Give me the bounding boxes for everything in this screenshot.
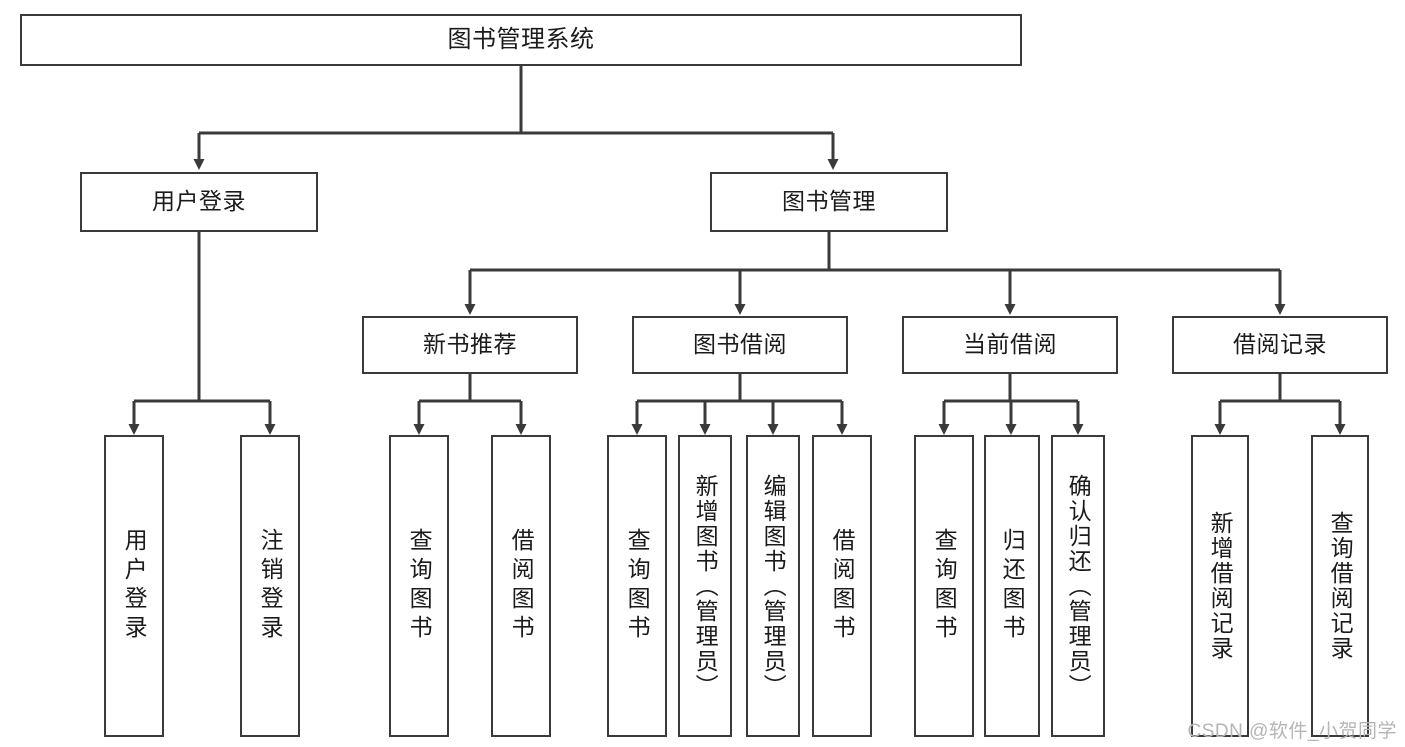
leaf-br-query-record[interactable]: 查询借阅记录 — [1311, 435, 1369, 737]
leaf-bb-add-book-admin[interactable]: 新增图书（管理员） — [678, 435, 732, 737]
node-borrow-record[interactable]: 借阅记录 — [1172, 316, 1388, 374]
node-book-management[interactable]: 图书管理 — [710, 172, 948, 232]
leaf-bb-edit-book-admin[interactable]: 编辑图书（管理员） — [746, 435, 800, 737]
leaf-cb-return-book[interactable]: 归还图书 — [984, 435, 1040, 737]
node-current-borrow[interactable]: 当前借阅 — [902, 316, 1118, 374]
leaf-cb-query-book[interactable]: 查询图书 — [914, 435, 974, 737]
leaf-bb-query-book[interactable]: 查询图书 — [607, 435, 667, 737]
leaf-nb-borrow-book[interactable]: 借阅图书 — [491, 435, 551, 737]
leaf-nb-query-book[interactable]: 查询图书 — [389, 435, 449, 737]
leaf-br-add-record[interactable]: 新增借阅记录 — [1191, 435, 1249, 737]
node-new-book-recommend[interactable]: 新书推荐 — [362, 316, 578, 374]
node-root-book-management-system[interactable]: 图书管理系统 — [20, 14, 1022, 66]
node-book-borrow[interactable]: 图书借阅 — [632, 316, 848, 374]
node-user-login[interactable]: 用户登录 — [80, 172, 318, 232]
leaf-cb-confirm-return-admin[interactable]: 确认归还（管理员） — [1051, 435, 1105, 737]
leaf-bb-borrow-book[interactable]: 借阅图书 — [812, 435, 872, 737]
leaf-logout[interactable]: 注销登录 — [240, 435, 300, 737]
leaf-user-login[interactable]: 用户登录 — [104, 435, 164, 737]
